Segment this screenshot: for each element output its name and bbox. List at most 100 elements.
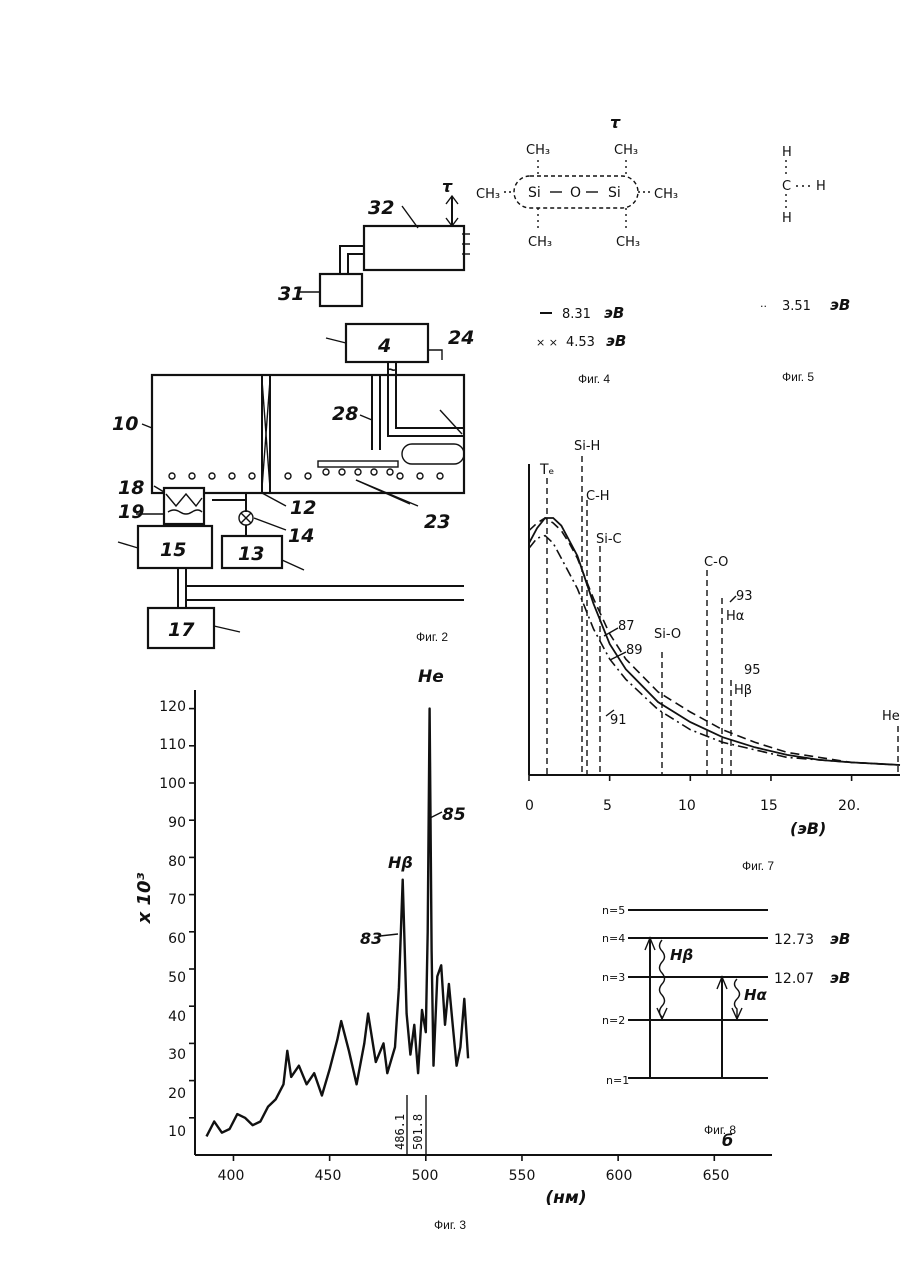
oxygen: O — [570, 185, 581, 201]
fig4-tau: τ — [610, 113, 621, 132]
si-right: Si — [608, 185, 621, 201]
fig5-legend-marker: ·· — [760, 300, 767, 313]
fig8-h-beta: Hβ — [670, 946, 693, 964]
label-15: 15 — [160, 539, 186, 561]
fig7-xtick: 15 — [760, 798, 778, 814]
spectrum-line — [207, 709, 469, 1137]
ch3-right: CH₃ — [654, 187, 678, 202]
legend2-marker: × × — [536, 336, 558, 349]
line-label-486: 486.1 — [393, 1114, 407, 1150]
peak-label-hb: Hβ — [388, 853, 413, 872]
fig3-caption: Фиг. 3 — [434, 1218, 466, 1232]
fig3-xtick: 550 — [509, 1168, 536, 1184]
fig3-ytick: 60 — [168, 931, 186, 947]
legend1-unit: эВ — [604, 304, 624, 322]
ch3-top-right: CH₃ — [614, 143, 638, 158]
fig4-molecule: τ CH₃ CH₃ CH₃ CH₃ CH₃ CH₃ Si O Si 8.31 э… — [476, 113, 678, 386]
label-13: 13 — [238, 543, 264, 565]
energy-unit-e3: эВ — [830, 969, 850, 987]
label-24: 24 — [448, 327, 474, 349]
fig8-corner-mark: б — [722, 1131, 733, 1150]
fig3-xlabel: (нм) — [545, 1188, 586, 1208]
level-n5: n=5 — [602, 904, 625, 917]
level-n2: n=2 — [602, 1014, 625, 1027]
fig5-caption: Фиг. 5 — [782, 370, 814, 384]
label-tilde: ~ — [386, 362, 398, 378]
label-17: 17 — [168, 619, 195, 641]
marker-95: 95 — [744, 663, 761, 678]
curve-label-87: 87 — [618, 619, 635, 634]
fig3-tick-marks — [189, 709, 714, 1161]
marker-93: 93 — [736, 589, 753, 604]
fig4-caption: Фиг. 4 — [578, 372, 610, 386]
marker-te: Tₑ — [539, 462, 554, 478]
fig5-fragment: H C H H ·· 3.51 эВ Фиг. 5 — [760, 145, 850, 384]
legend2-value: 4.53 — [566, 335, 595, 350]
level-n1: n=1 — [606, 1074, 629, 1087]
legend2-unit: эВ — [606, 332, 626, 350]
label-4: 4 — [377, 335, 391, 357]
fig7-xtick: 5 — [603, 798, 612, 814]
fig8-h-alpha: Hα — [744, 986, 768, 1004]
fig5-legend-value: 3.51 — [782, 299, 811, 314]
label-18: 18 — [118, 477, 144, 499]
fig3-ytick: 40 — [168, 1009, 186, 1025]
label-28: 28 — [332, 403, 358, 425]
fig3-xtick: 600 — [606, 1168, 633, 1184]
fig3-xtick: 450 — [315, 1168, 342, 1184]
marker-si-h: Si-H — [574, 439, 600, 454]
block-32 — [364, 226, 464, 270]
fig7-tick-labels: 0 5 10 15 20. — [525, 798, 860, 814]
energy-e4: 12.73 — [774, 932, 814, 948]
energy-unit-e4: эВ — [830, 930, 850, 948]
fig7-xtick: 10 — [678, 798, 696, 814]
fig5-h-bottom: H — [782, 211, 792, 226]
label-32: 32 — [368, 197, 394, 219]
label-14: 14 — [288, 525, 314, 547]
fig7-curve-3 — [529, 536, 900, 765]
fig3-ytick: 10 — [168, 1124, 186, 1140]
curve-label-91: 91 — [610, 713, 627, 728]
fig5-h-right: H — [816, 179, 826, 194]
fig3-ytick: 30 — [168, 1047, 186, 1063]
legend1-value: 8.31 — [562, 307, 591, 322]
filter-18 — [164, 488, 204, 524]
marker-c-h: C-H — [586, 489, 610, 504]
peak-label-he: He — [418, 667, 444, 687]
fig3-ytick: 70 — [168, 892, 186, 908]
fig3-ytick: 110 — [159, 737, 186, 753]
label-10: 10 — [112, 413, 138, 435]
marker-he: He — [882, 709, 900, 724]
fig5-legend-unit: эВ — [830, 296, 850, 314]
si-left: Si — [528, 185, 541, 201]
fig2-caption: Фиг. 2 — [416, 630, 448, 644]
ch3-bottom-left: CH₃ — [528, 235, 552, 250]
level-n3: n=3 — [602, 971, 625, 984]
fig3-ylabel: x 10³ — [134, 872, 155, 924]
fig2-apparatus: 32 31 4 24 10 28 18 19 15 14 13 12 23 17… — [112, 177, 474, 648]
marker-c-o: C-O — [704, 555, 728, 570]
fig3-ytick: 20 — [168, 1086, 186, 1102]
label-tau: τ — [442, 177, 453, 196]
fig7-xtick: 20. — [838, 798, 860, 814]
fig8-energy-levels: n=5 n=4 n=3 n=2 n=1 12.73 12.07 эВ эВ Hβ… — [602, 904, 850, 1150]
line-label-501: 501.8 — [411, 1114, 425, 1150]
fig3-ytick: 120 — [159, 699, 186, 715]
energy-e3: 12.07 — [774, 971, 814, 987]
fig7-caption: Фиг. 7 — [742, 859, 774, 873]
fig7-chart: 0 5 10 15 20. (эВ) Tₑ Si-H C-H Si-C C-O … — [525, 439, 900, 873]
ch3-left: CH₃ — [476, 187, 500, 202]
fig3-ytick: 90 — [168, 815, 186, 831]
fig3-ytick: 100 — [159, 776, 186, 792]
fig7-xtick: 0 — [525, 798, 534, 814]
ch3-top-left: CH₃ — [526, 143, 550, 158]
ch3-bottom-right: CH₃ — [616, 235, 640, 250]
ref-label-85: 85 — [442, 805, 466, 825]
fig3-ytick: 50 — [168, 970, 186, 986]
marker-si-o: Si-O — [654, 627, 681, 642]
fig7-xlabel: (эВ) — [790, 819, 826, 838]
fig3-spectrum-curve — [207, 709, 469, 1137]
level-n4: n=4 — [602, 932, 625, 945]
label-19: 19 — [118, 501, 144, 523]
